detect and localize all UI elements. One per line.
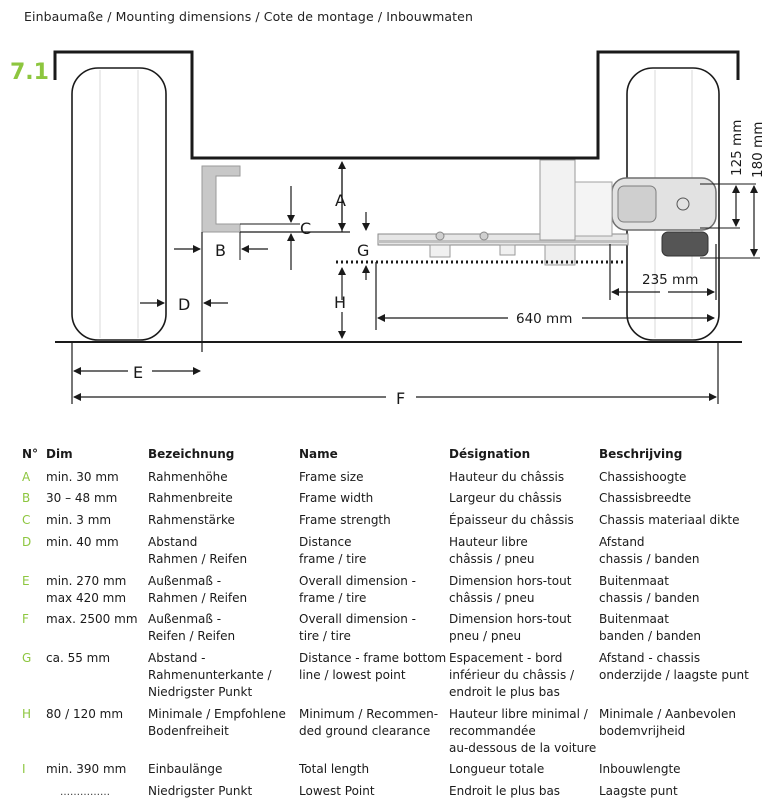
row-i-id: I [22,762,26,776]
row-e-en: Overall dimension - frame / tire [299,574,417,605]
header-en: Name [299,447,338,461]
row-i-fr: Longueur totale [449,762,545,776]
row-b-dim: 30 – 48 mm [46,491,118,505]
row-lowest-de: Niedrigster Punkt [148,784,253,798]
row-a-dim: min. 30 mm [46,470,119,484]
row-f-de: Außenmaß - Reifen / Reifen [148,612,236,643]
row-h-id: H [22,707,32,721]
page-header: Einbaumaße / Mounting dimensions / Cote … [24,9,473,24]
header-fr: Désignation [449,447,531,461]
label-125mm: 125 mm [729,120,745,176]
row-i-nl: Inbouwlengte [599,762,681,776]
section-number: 7.1 [10,60,49,85]
row-b-nl: Chassisbreedte [599,491,692,505]
label-235mm: 235 mm [642,272,698,288]
chassis-frame [201,165,241,233]
label-640mm: 640 mm [516,311,572,327]
row-lowest-dim: …………… [60,787,110,798]
row-e-fr: Dimension hors-tout châssis / pneu [449,574,572,605]
label-e: E [133,363,143,382]
vehicle-body-outline [53,50,740,160]
row-c-id: C [22,513,31,527]
row-g-de: Abstand - Rahmenunterkante / Niedrigster… [148,651,272,699]
row-a-fr: Hauteur du châssis [449,470,565,484]
row-lowest-nl: Laagste punt [599,784,678,798]
row-f-en: Overall dimension - tire / tire [299,612,417,643]
row-e-dim: min. 270 mm max 420 mm [46,574,127,605]
header-de: Bezeichnung [148,447,235,461]
row-g-en: Distance - frame bottom line / lowest po… [299,651,447,682]
row-d-id: D [22,535,32,549]
left-tire [71,67,167,341]
row-d-nl: Afstand chassis / banden [599,535,700,566]
row-f-id: F [22,612,29,626]
label-f: F [396,389,405,408]
label-h: H [334,293,346,312]
row-d-en: Distance frame / tire [299,535,367,566]
row-h-de: Minimale / Empfohlene Bodenfreiheit [148,707,286,738]
row-d-de: Abstand Rahmen / Reifen [148,535,248,566]
row-i-de: Einbaulänge [148,762,223,776]
label-d: D [178,295,190,314]
label-g: G [357,241,369,260]
label-c: C [300,219,311,238]
row-g-id: G [22,651,32,665]
mounting-diagram: A C G H B D E F 640 mm 235 mm 125 mm [53,50,764,408]
row-d-fr: Hauteur libre châssis / pneu [449,535,535,566]
row-i-dim: min. 390 mm [46,762,127,776]
row-b-id: B [22,491,31,505]
row-c-dim: min. 3 mm [46,513,112,527]
row-h-en: Minimum / Recommen- ded ground clearance [299,707,439,738]
row-f-fr: Dimension hors-tout pneu / pneu [449,612,572,643]
label-b: B [215,241,226,260]
header-no: N° [22,447,39,461]
row-c-de: Rahmenstärke [148,513,235,527]
row-a-en: Frame size [299,470,364,484]
row-f-dim: max. 2500 mm [46,612,138,626]
row-h-dim: 80 / 120 mm [46,707,124,721]
row-b-en: Frame width [299,491,374,505]
row-f-nl: Buitenmaat banden / banden [599,612,702,643]
row-g-nl: Afstand - chassis onderzijde / laagste p… [599,651,749,682]
row-c-en: Frame strength [299,513,391,527]
bracket [539,159,576,241]
header-dim: Dim [46,447,73,461]
row-g-dim: ca. 55 mm [46,651,111,665]
row-b-de: Rahmenbreite [148,491,233,505]
row-g-fr: Espacement - bord inférieur du châssis /… [449,651,575,699]
header-nl: Beschrijving [599,447,683,461]
row-a-nl: Chassishoogte [599,470,687,484]
row-b-fr: Largeur du châssis [449,491,562,505]
row-lowest-en: Lowest Point [299,784,375,798]
row-e-de: Außenmaß - Rahmen / Reifen [148,574,248,605]
row-e-nl: Buitenmaat chassis / banden [599,574,700,605]
row-h-nl: Minimale / Aanbevolen bodemvrijheid [599,707,736,738]
dimensions-table: N° Dim Bezeichnung Name Désignation Besc… [0,444,764,812]
label-a: A [335,191,346,210]
drive-roller [661,231,709,257]
row-e-id: E [22,574,30,588]
row-lowest-fr: Endroit le plus bas [449,784,561,798]
row-i-en: Total length [299,762,370,776]
row-d-dim: min. 40 mm [46,535,119,549]
row-c-fr: Épaisseur du châssis [449,513,574,527]
row-a-de: Rahmenhöhe [148,470,228,484]
row-a-id: A [22,470,31,484]
row-h-fr: Hauteur libre minimal / recommandée au-d… [449,707,597,755]
row-c-nl: Chassis materiaal dikte [599,513,740,527]
label-180mm: 180 mm [750,122,764,178]
